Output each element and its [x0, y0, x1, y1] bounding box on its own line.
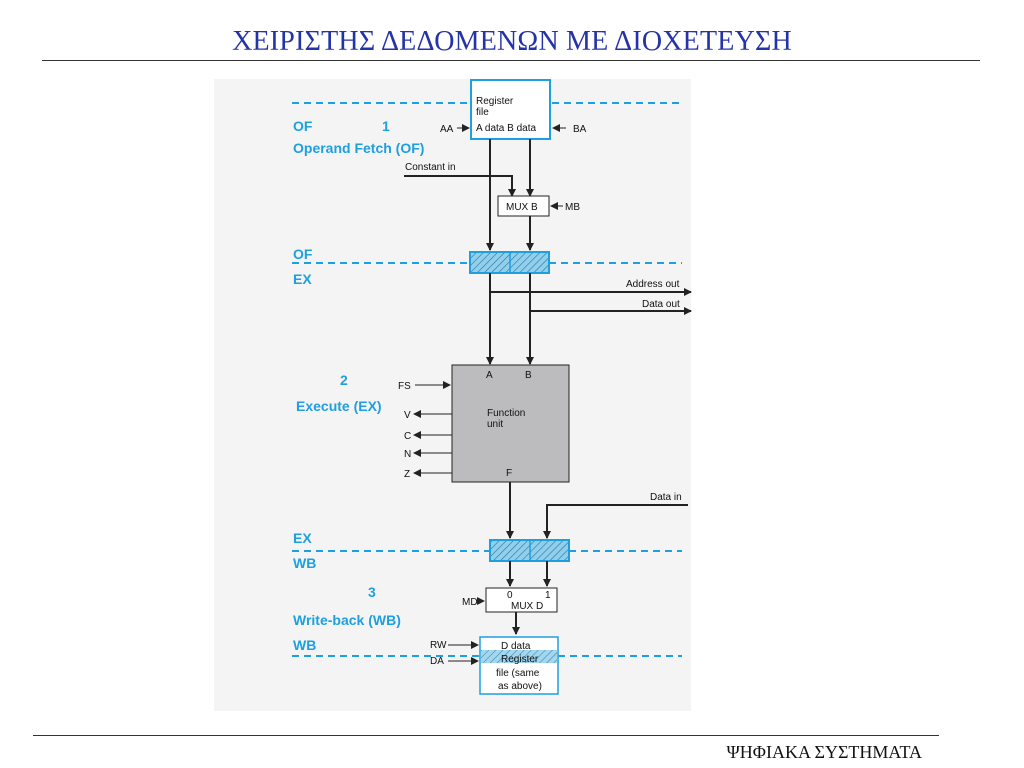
- fu-label-2: unit: [487, 419, 503, 430]
- wb-regfile-label-4: as above): [498, 681, 542, 692]
- title-divider: [42, 60, 980, 61]
- aa-label: AA: [440, 124, 454, 135]
- stage-1-number: 1: [382, 118, 390, 134]
- fu-input-b: B: [525, 370, 532, 381]
- stage-3-number: 3: [368, 584, 376, 600]
- register-file: [470, 79, 551, 140]
- wb-regfile-label-3: file (same: [496, 668, 540, 679]
- data-out-label: Data out: [642, 299, 680, 310]
- mux-d-in1: 1: [545, 590, 551, 601]
- register-file-writeback: [479, 636, 559, 695]
- md-label: MD: [462, 597, 478, 608]
- c-flag-label: C: [404, 431, 411, 442]
- pipe-ex-wb-bottom: WB: [293, 555, 316, 571]
- footer-divider: [33, 735, 939, 736]
- mux-d-label: MUX D: [511, 601, 543, 612]
- function-unit: [451, 364, 570, 483]
- fu-label-1: Function: [487, 408, 525, 419]
- mux-d-in0: 0: [507, 590, 513, 601]
- v-flag-label: V: [404, 410, 411, 421]
- pipe-of-label: OF: [293, 246, 313, 262]
- wb-regfile-label-1: D data: [501, 641, 531, 652]
- register-file-label-1: Register: [476, 96, 514, 107]
- constant-in-label: Constant in: [405, 162, 456, 173]
- da-label: DA: [430, 656, 444, 667]
- pipe-ex-wb-top: EX: [293, 530, 312, 546]
- rw-label: RW: [430, 640, 447, 651]
- data-in-label: Data in: [650, 492, 682, 503]
- z-flag-label: Z: [404, 469, 410, 480]
- mb-label: MB: [565, 202, 580, 213]
- fu-output-f: F: [506, 468, 512, 479]
- register-file-ports: A data B data: [476, 123, 536, 134]
- mux-b: [497, 195, 550, 217]
- wb-regfile-label-2: Register: [501, 654, 539, 665]
- n-flag-label: N: [404, 449, 411, 460]
- stage-2-name: Execute (EX): [296, 398, 382, 414]
- stage-2-number: 2: [340, 372, 348, 388]
- mux-b-label: MUX B: [506, 202, 538, 213]
- footer-text: ΨΗΦΙΑΚΑ ΣΥΣΤΗΜΑΤΑ: [726, 742, 922, 762]
- fs-label: FS: [398, 381, 411, 392]
- stage-of-boundary: OF: [293, 118, 313, 134]
- address-out-label: Address out: [626, 279, 680, 290]
- stage-wb-boundary: WB: [293, 637, 316, 653]
- mux-d: [485, 587, 558, 613]
- slide-title: ΧΕΙΡΙΣΤΗΣ ΔΕΔΟΜΕΝΩΝ ΜΕ ΔΙΟΧΕΤΕΥΣΗ: [232, 26, 792, 57]
- pipeline-boundaries: [292, 102, 682, 657]
- stage-3-name: Write-back (WB): [293, 612, 401, 628]
- ba-label: BA: [573, 124, 587, 135]
- stage-1-name: Operand Fetch (OF): [293, 140, 424, 156]
- pipe-ex-label: EX: [293, 271, 312, 287]
- fu-input-a: A: [486, 370, 493, 381]
- register-file-label-2: file: [476, 107, 489, 118]
